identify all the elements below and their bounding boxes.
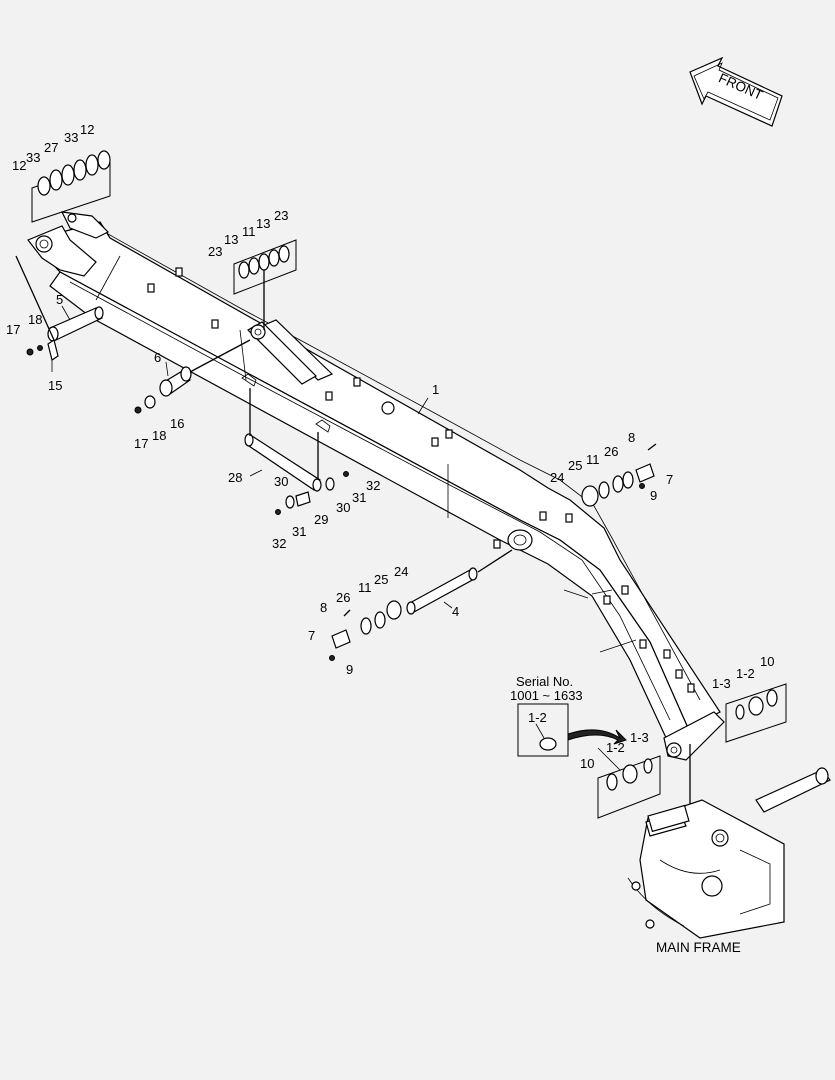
callout: 25 <box>374 572 388 587</box>
serial-range: 1001 ~ 1633 <box>510 688 583 703</box>
callout: 1-3 <box>630 730 649 745</box>
callout: 30 <box>274 474 288 489</box>
foot-bushings <box>597 683 787 830</box>
callout: 8 <box>320 600 327 615</box>
callout: 23 <box>274 208 288 223</box>
boom-body <box>27 211 725 761</box>
washer-stack-arm-end <box>31 150 111 223</box>
callout: 23 <box>208 244 222 259</box>
callout: 17 <box>6 322 20 337</box>
callout: 28 <box>228 470 242 485</box>
callout: 9 <box>650 488 657 503</box>
callout: 24 <box>550 470 564 485</box>
pin-28-assembly <box>244 388 349 515</box>
callout: 6 <box>154 350 161 365</box>
callout: 17 <box>134 436 148 451</box>
callout: 7 <box>308 628 315 643</box>
callout: 13 <box>256 216 270 231</box>
pin-5-assembly <box>15 255 104 361</box>
inset-callout: 1-2 <box>528 710 547 725</box>
callout: 9 <box>346 662 353 677</box>
callout: 1-2 <box>606 740 625 755</box>
pin-4-assembly <box>329 549 513 661</box>
callout: 4 <box>452 604 459 619</box>
callout: 11 <box>242 224 256 239</box>
callout: 18 <box>28 312 42 327</box>
callout: 24 <box>394 564 408 579</box>
callout: 12 <box>12 158 26 173</box>
callout: 26 <box>336 590 350 605</box>
callout: 29 <box>314 512 328 527</box>
callout: 31 <box>292 524 306 539</box>
callout: 7 <box>666 472 673 487</box>
callout: 33 <box>26 150 40 165</box>
serial-inset: 1-2 Serial No. 1001 ~ 1633 <box>510 674 627 757</box>
callout: 26 <box>604 444 618 459</box>
callout: 32 <box>366 478 380 493</box>
callout: 12 <box>80 122 94 137</box>
front-arrow-icon: FRONT <box>689 56 783 127</box>
pin-6-assembly <box>134 339 251 414</box>
callout: 5 <box>56 292 63 307</box>
callout: 25 <box>568 458 582 473</box>
callout: 33 <box>64 130 78 145</box>
callout: 10 <box>760 654 774 669</box>
callout: 15 <box>48 378 62 393</box>
callout: 27 <box>44 140 58 155</box>
main-frame-label: MAIN FRAME <box>656 940 741 955</box>
callout: 1 <box>432 382 439 397</box>
callout: 11 <box>358 580 372 595</box>
callout: 18 <box>152 428 166 443</box>
callout: 16 <box>170 416 184 431</box>
callout: 30 <box>336 500 350 515</box>
callout: 1-3 <box>712 676 731 691</box>
callout: 31 <box>352 490 366 505</box>
callout: 10 <box>580 756 594 771</box>
callout: 32 <box>272 536 286 551</box>
washer-stack-cylinder <box>233 239 297 330</box>
callout: 8 <box>628 430 635 445</box>
callout: 11 <box>586 452 600 467</box>
serial-label: Serial No. <box>516 674 573 689</box>
callout-labels: 12 33 27 33 12 23 13 11 13 23 5 17 18 15… <box>6 122 774 771</box>
callout: 13 <box>224 232 238 247</box>
leader-lines <box>51 305 621 771</box>
pin-group-upper-right <box>581 443 657 507</box>
main-frame: MAIN FRAME <box>627 767 831 955</box>
callout: 1-2 <box>736 666 755 681</box>
